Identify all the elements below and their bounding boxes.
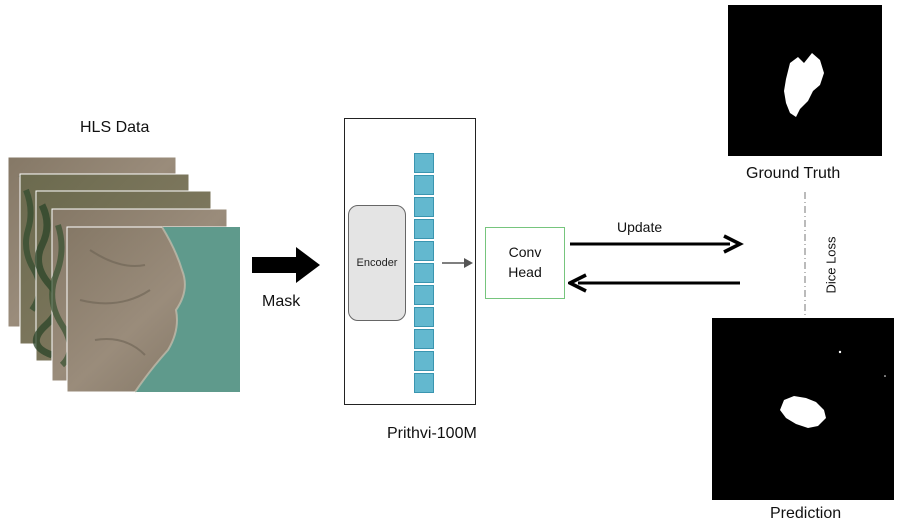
mask-label: Mask [262,293,301,310]
ground-truth-blob [784,53,824,117]
input-arrow [252,247,320,283]
token-cell [414,197,434,217]
hls-data-title: HLS Data [80,119,150,136]
token-cell [414,373,434,393]
token-cell [414,263,434,283]
model-caption: Prithvi-100M [387,425,477,442]
prediction-mask-image [712,318,894,500]
token-cell [414,175,434,195]
satellite-tile-stack [7,156,241,393]
token-cell [414,285,434,305]
token-cell [414,307,434,327]
token-cell [414,219,434,239]
dice-loss-connector [804,192,806,318]
ground-truth-caption: Ground Truth [746,165,841,182]
encoder-label: Encoder [356,257,398,269]
token-cell [414,351,434,371]
encoder-to-head-arrow [442,258,473,268]
satellite-tile-front [66,226,241,393]
conv-head-line2: Head [508,264,542,280]
token-cell [414,329,434,349]
ground-truth-mask-image [728,5,882,156]
token-column [414,153,436,395]
update-arrow [570,234,744,254]
conv-head-box: Conv Head [485,227,565,299]
prediction-caption: Prediction [770,505,842,522]
feedback-arrow [568,273,740,293]
prediction-blob [780,350,886,428]
dice-loss-label-wrap: Dice Loss [816,230,846,300]
update-label: Update [617,219,663,235]
conv-head-line1: Conv [508,244,542,260]
encoder-block: Encoder [348,205,406,321]
token-cell [414,241,434,261]
token-cell [414,153,434,173]
dice-loss-label: Dice Loss [823,236,839,294]
